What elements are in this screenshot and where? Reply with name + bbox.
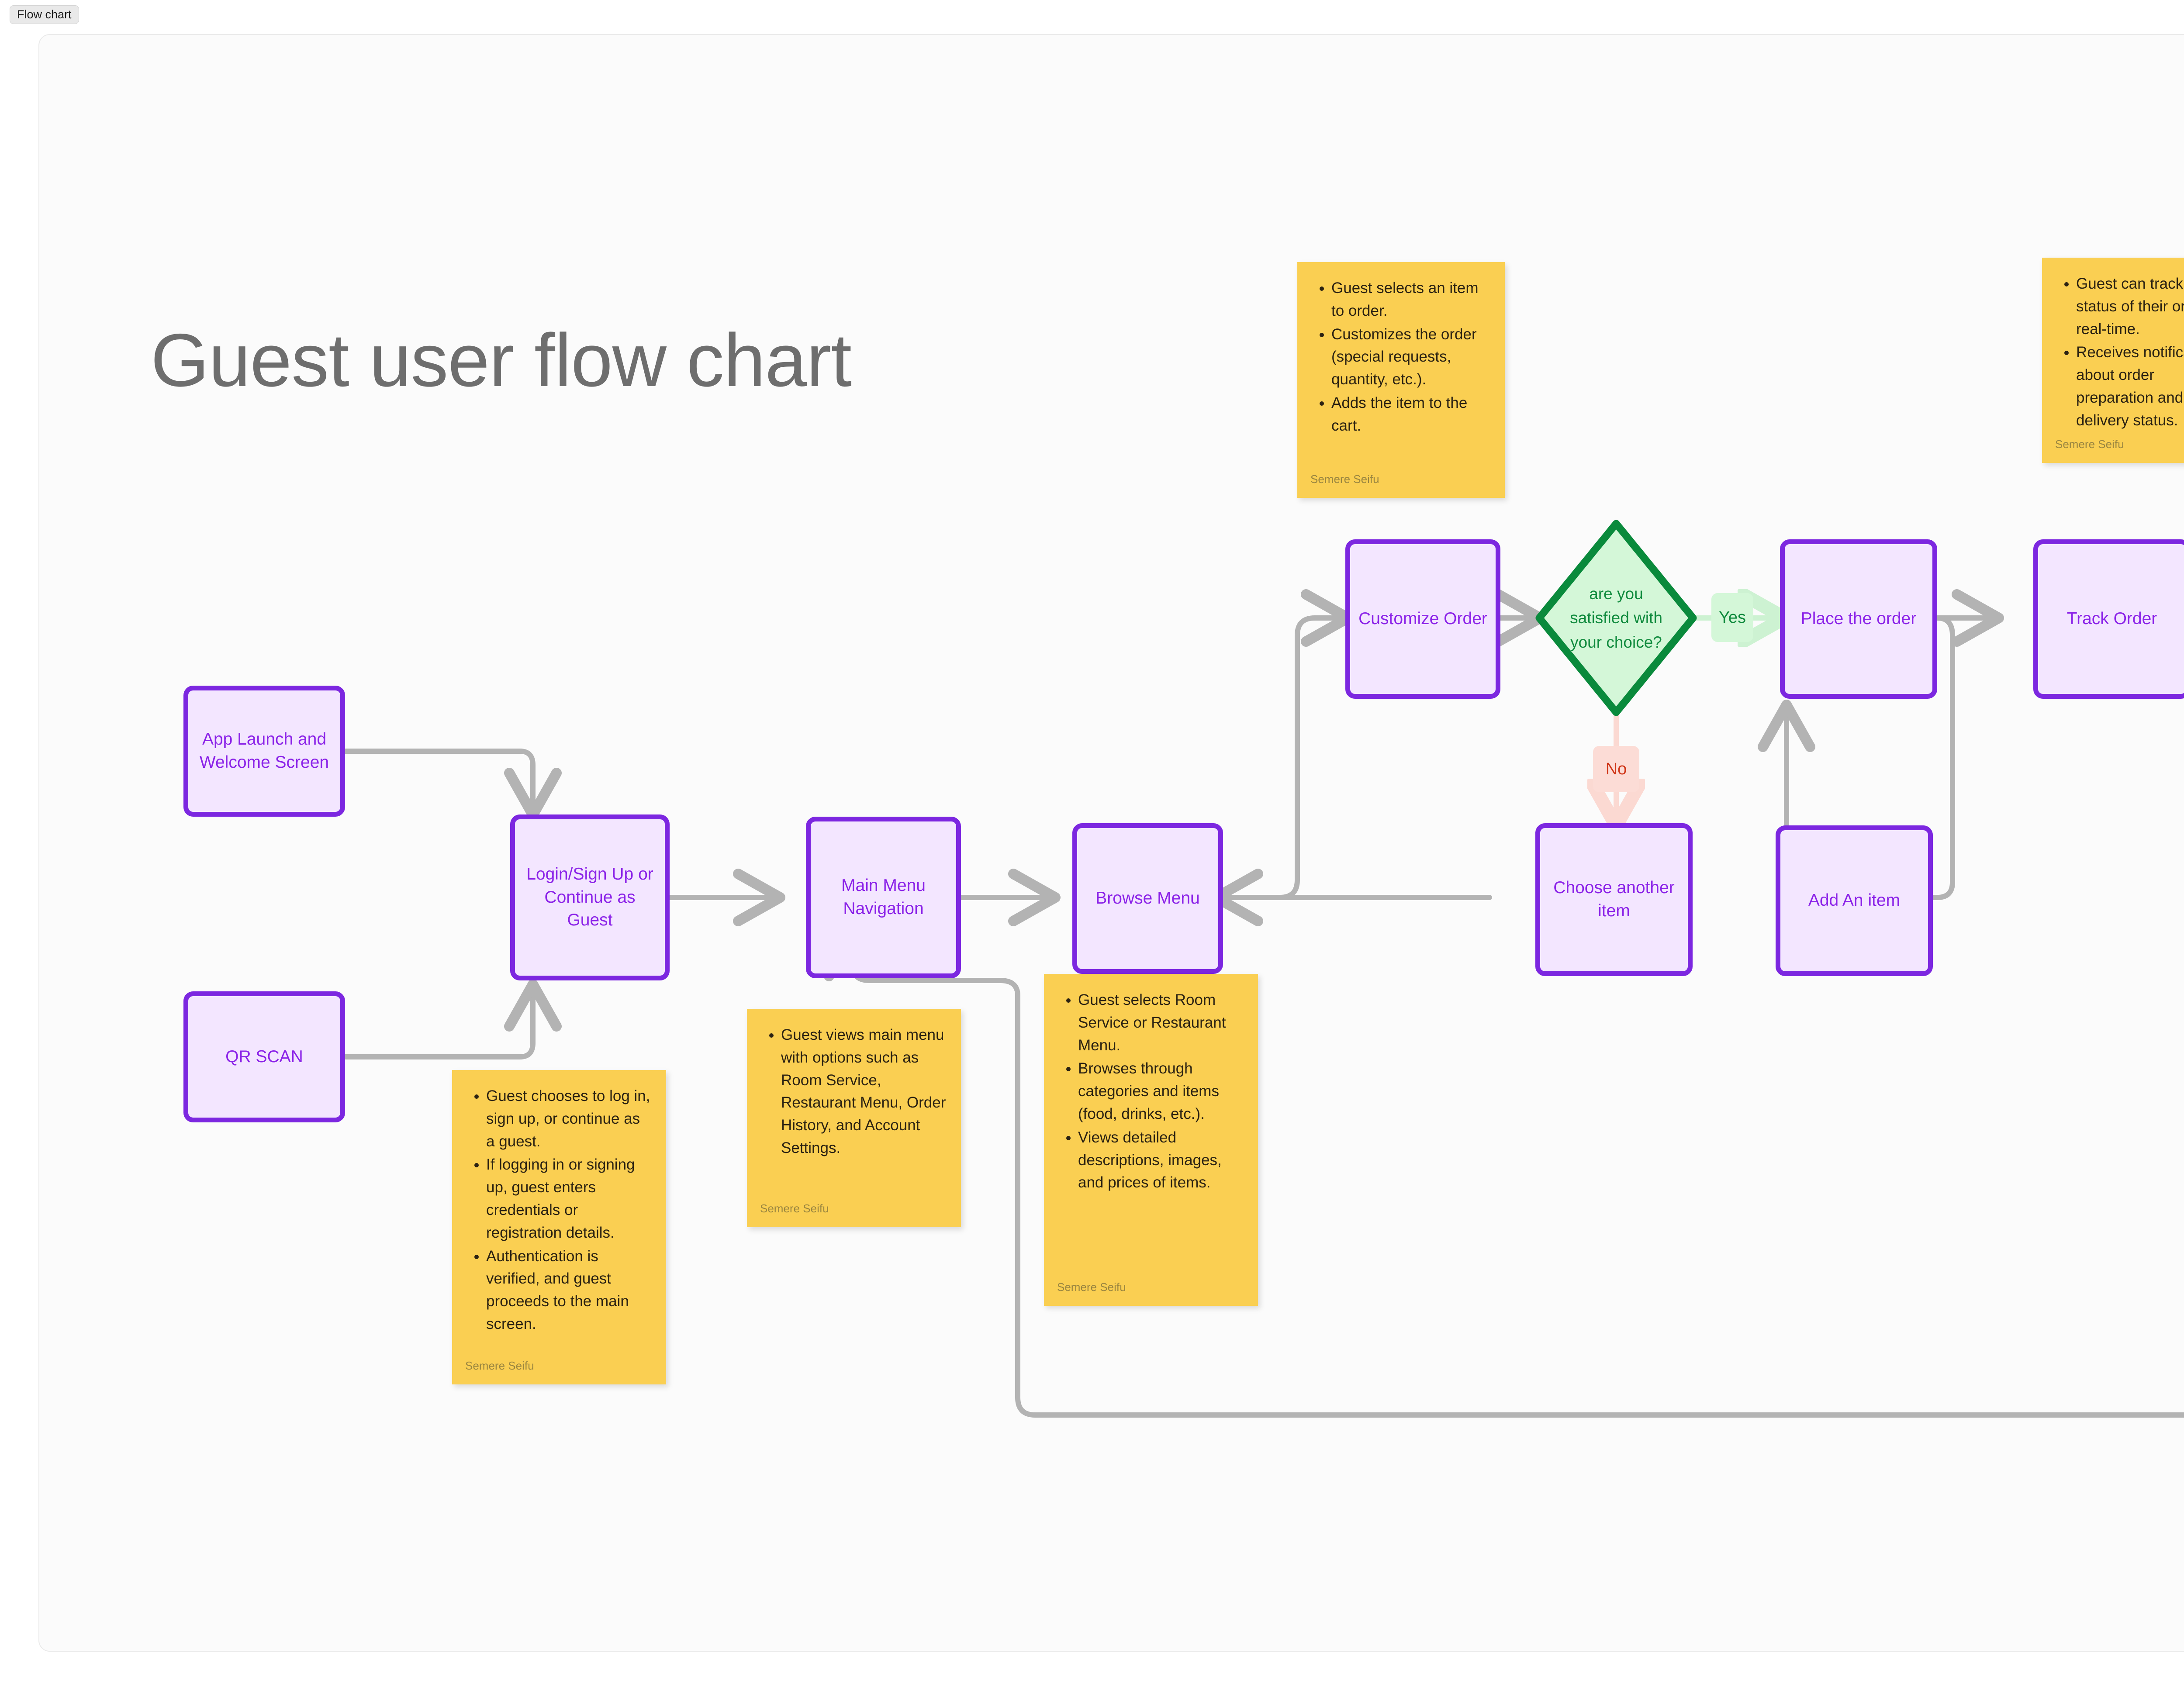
edge-label-yes: Yes — [1711, 593, 1753, 642]
node-login-signup[interactable]: Login/Sign Up or Continue as Guest — [510, 814, 670, 980]
no-text: No — [1605, 760, 1627, 778]
sticky-list: Guest selects an item to order. Customiz… — [1309, 277, 1493, 473]
node-place-the-order[interactable]: Place the order — [1780, 539, 1937, 699]
flowchart-board: Guest user flow chart — [39, 35, 2184, 1651]
edge-qrscan-to-login — [342, 979, 562, 1059]
sticky-item: Guest views main menu with options such … — [781, 1024, 947, 1160]
node-main-menu[interactable]: Main Menu Navigation — [806, 817, 961, 978]
node-label: Customize Order — [1358, 609, 1487, 628]
edge-trackorder-to-additem — [1862, 615, 1955, 926]
sticky-note-main-menu[interactable]: Guest views main menu with options such … — [747, 1009, 961, 1227]
sticky-note-track-order[interactable]: Guest can track the status of their orde… — [2042, 258, 2184, 463]
node-choose-another-item[interactable]: Choose another item — [1535, 823, 1693, 976]
tab-flow-chart[interactable]: Flow chart — [10, 5, 79, 24]
decision-are-you-satisfied[interactable]: are you satisfied with your choice? — [1535, 520, 1697, 716]
tab-bar: Flow chart — [10, 4, 79, 24]
sticky-author: Semere Seifu — [465, 1359, 534, 1372]
decision-label: are you satisfied with your choice? — [1570, 584, 1662, 651]
sticky-author: Semere Seifu — [1310, 473, 1379, 486]
node-app-launch[interactable]: App Launch and Welcome Screen — [183, 686, 345, 817]
page-title: Guest user flow chart — [151, 318, 852, 402]
node-qr-scan[interactable]: QR SCAN — [183, 991, 345, 1122]
sticky-list: Guest can track the status of their orde… — [2053, 273, 2184, 438]
flowchart-canvas[interactable]: Guest user flow chart — [38, 34, 2184, 1652]
sticky-author: Semere Seifu — [1057, 1280, 1126, 1294]
sticky-item: If logging in or signing up, guest enter… — [486, 1153, 652, 1244]
node-track-order[interactable]: Track Order — [2033, 539, 2184, 699]
sticky-item: Guest selects Room Service or Restaurant… — [1078, 989, 1244, 1056]
sticky-list: Guest chooses to log in, sign up, or con… — [463, 1085, 655, 1360]
sticky-author: Semere Seifu — [760, 1202, 829, 1215]
edge-browse-to-customize — [1212, 589, 1353, 900]
diamond-shape — [1535, 520, 1697, 716]
edge-label-no: No — [1593, 746, 1639, 792]
yes-text: Yes — [1719, 608, 1746, 627]
node-label: App Launch and Welcome Screen — [199, 730, 329, 772]
sticky-item: Guest can track the status of their orde… — [2076, 273, 2184, 340]
node-customize-order[interactable]: Customize Order — [1345, 539, 1500, 699]
sticky-item: Browses through categories and items (fo… — [1078, 1057, 1244, 1125]
node-label: Main Menu Navigation — [841, 876, 926, 918]
node-label: Choose another item — [1553, 878, 1675, 920]
node-label: Browse Menu — [1095, 889, 1200, 908]
sticky-item: Adds the item to the cart. — [1331, 392, 1491, 437]
edge-applaunch-to-login — [342, 749, 562, 820]
sticky-note-login[interactable]: Guest chooses to log in, sign up, or con… — [452, 1070, 666, 1384]
node-browse-menu[interactable]: Browse Menu — [1072, 823, 1223, 974]
sticky-list: Guest selects Room Service or Restaurant… — [1055, 989, 1247, 1281]
sticky-item: Guest selects an item to order. — [1331, 277, 1491, 322]
sticky-note-customize[interactable]: Guest selects an item to order. Customiz… — [1297, 262, 1505, 498]
sticky-item: Guest chooses to log in, sign up, or con… — [486, 1085, 652, 1153]
node-label: Login/Sign Up or Continue as Guest — [526, 865, 653, 930]
node-label: Place the order — [1800, 609, 1917, 628]
sticky-item: Receives notifications about order prepa… — [2076, 341, 2184, 431]
sticky-item: Views detailed descriptions, images, and… — [1078, 1126, 1244, 1194]
node-label: Add An item — [1808, 891, 1901, 910]
node-add-an-item[interactable]: Add An item — [1776, 825, 1933, 976]
sticky-list: Guest views main menu with options such … — [758, 1024, 950, 1203]
node-label: QR SCAN — [225, 1047, 303, 1066]
sticky-item: Customizes the order (special requests, … — [1331, 323, 1491, 391]
sticky-author: Semere Seifu — [2055, 438, 2124, 451]
node-label: Track Order — [2067, 609, 2157, 628]
sticky-item: Authentication is verified, and guest pr… — [486, 1245, 652, 1336]
sticky-note-browse[interactable]: Guest selects Room Service or Restaurant… — [1044, 974, 1258, 1306]
